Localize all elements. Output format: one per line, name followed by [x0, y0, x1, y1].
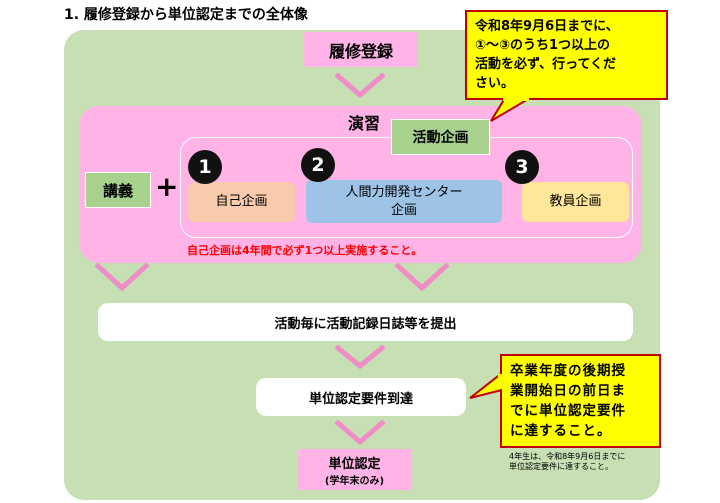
plus-sign: + — [155, 170, 179, 203]
page-title: 1. 履修登録から単位認定までの全体像 — [64, 7, 308, 23]
number-badge-2: 2 — [301, 148, 335, 182]
chevron-down-icon — [334, 344, 386, 370]
credit-certification-box: 単位認定 (学年末のみ) — [298, 449, 411, 490]
exercise-label: 演習 — [348, 114, 381, 133]
deadline-callout: 令和8年9月6日までに、 ①～③のうち1つ以上の 活動を必ず、行ってくだ さい。 — [465, 10, 668, 100]
credit-certification-label: 単位認定 — [328, 456, 381, 472]
callout-top-tail — [490, 97, 534, 122]
number-badge-3: 3 — [505, 150, 539, 184]
chevron-down-icon — [394, 262, 450, 292]
registration-box: 履修登録 — [304, 32, 418, 67]
requirement-reached-box: 単位認定要件到達 — [256, 378, 466, 416]
faculty-plan-box: 教員企画 — [522, 182, 629, 222]
self-plan-box: 自己企画 — [188, 182, 295, 222]
number-badge-1: 1 — [188, 150, 222, 184]
chevron-down-icon — [334, 419, 386, 446]
self-plan-note: 自己企画は4年間で必ず1つ以上実施すること。 — [187, 244, 423, 257]
fourth-year-note: 4年生は、令和8年9月6日までに 単位認定要件に達すること。 — [509, 452, 626, 472]
human-dev-center-line2: 企画 — [390, 202, 417, 218]
chevron-down-icon — [334, 72, 386, 99]
submit-log-box: 活動毎に活動記録日誌等を提出 — [98, 303, 633, 341]
human-dev-center-plan-box: 人間力開発センター 企画 — [306, 180, 502, 223]
activity-planning-box: 活動企画 — [391, 119, 490, 155]
credit-certification-sub: (学年末のみ) — [324, 475, 385, 487]
lecture-box: 講義 — [85, 172, 151, 208]
human-dev-center-line1: 人間力開発センター — [345, 184, 463, 200]
graduation-callout: 卒業年度の後期授 業開始日の前日ま でに単位認定要件 に達すること。 — [500, 354, 661, 448]
chevron-down-icon — [94, 262, 150, 292]
